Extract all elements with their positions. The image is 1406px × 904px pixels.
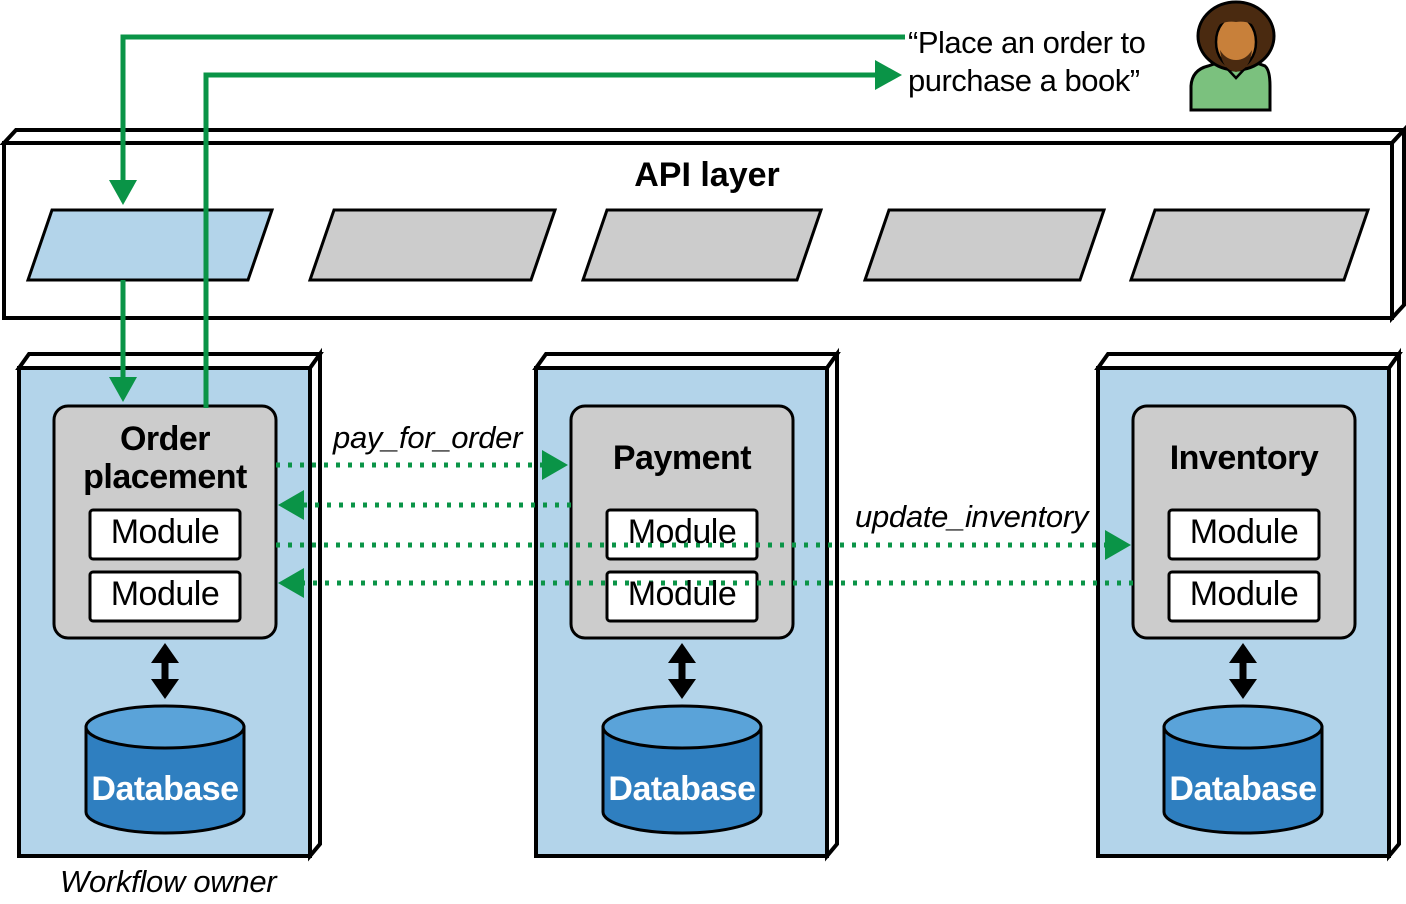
api-endpoint[interactable]	[1128, 208, 1371, 282]
database-order	[84, 704, 246, 835]
api-endpoint[interactable]	[307, 208, 558, 282]
module-box	[1167, 570, 1321, 623]
request-flow	[109, 34, 905, 402]
api-layer-title: API layer	[634, 156, 780, 194]
db-connector-order	[151, 643, 179, 699]
user-icon	[1189, 0, 1276, 112]
workflow-owner-caption: Workflow owner	[60, 864, 277, 899]
call-update-inventory	[276, 530, 1133, 598]
module-box	[1167, 508, 1321, 561]
call-pay-for-order	[276, 450, 571, 520]
database-label-payment: Database	[608, 770, 756, 808]
module-label: Module	[1189, 513, 1299, 551]
service-title-payment: Payment	[612, 439, 752, 477]
module-label: Module	[110, 575, 220, 613]
module-box	[605, 570, 759, 623]
request-quote: “Place an order to purchase a book”	[908, 25, 1146, 98]
module-box	[88, 508, 242, 561]
module-box	[88, 570, 242, 623]
response-flow	[203, 60, 902, 408]
module-label: Module	[627, 575, 737, 613]
api-endpoint[interactable]	[862, 208, 1107, 282]
call-label-update-inventory: update_inventory	[855, 499, 1089, 534]
api-endpoint-order[interactable]	[25, 208, 275, 282]
service-title-inventory: Inventory	[1169, 439, 1319, 477]
module-label: Module	[627, 513, 737, 551]
database-label-inventory: Database	[1169, 770, 1317, 808]
module-boxes	[88, 508, 1321, 623]
api-endpoints	[25, 208, 1371, 282]
database-label-order: Database	[91, 770, 239, 808]
module-label: Module	[1189, 575, 1299, 613]
module-label: Module	[110, 513, 220, 551]
db-connector-payment	[668, 643, 696, 699]
call-label-pay-for-order: pay_for_order	[333, 420, 523, 455]
database-payment	[601, 704, 763, 835]
api-endpoint[interactable]	[580, 208, 824, 282]
db-connector-inventory	[1229, 643, 1257, 699]
module-box	[605, 508, 759, 561]
service-title-order-placement: Order placement	[83, 420, 247, 496]
database-inventory	[1162, 704, 1324, 835]
